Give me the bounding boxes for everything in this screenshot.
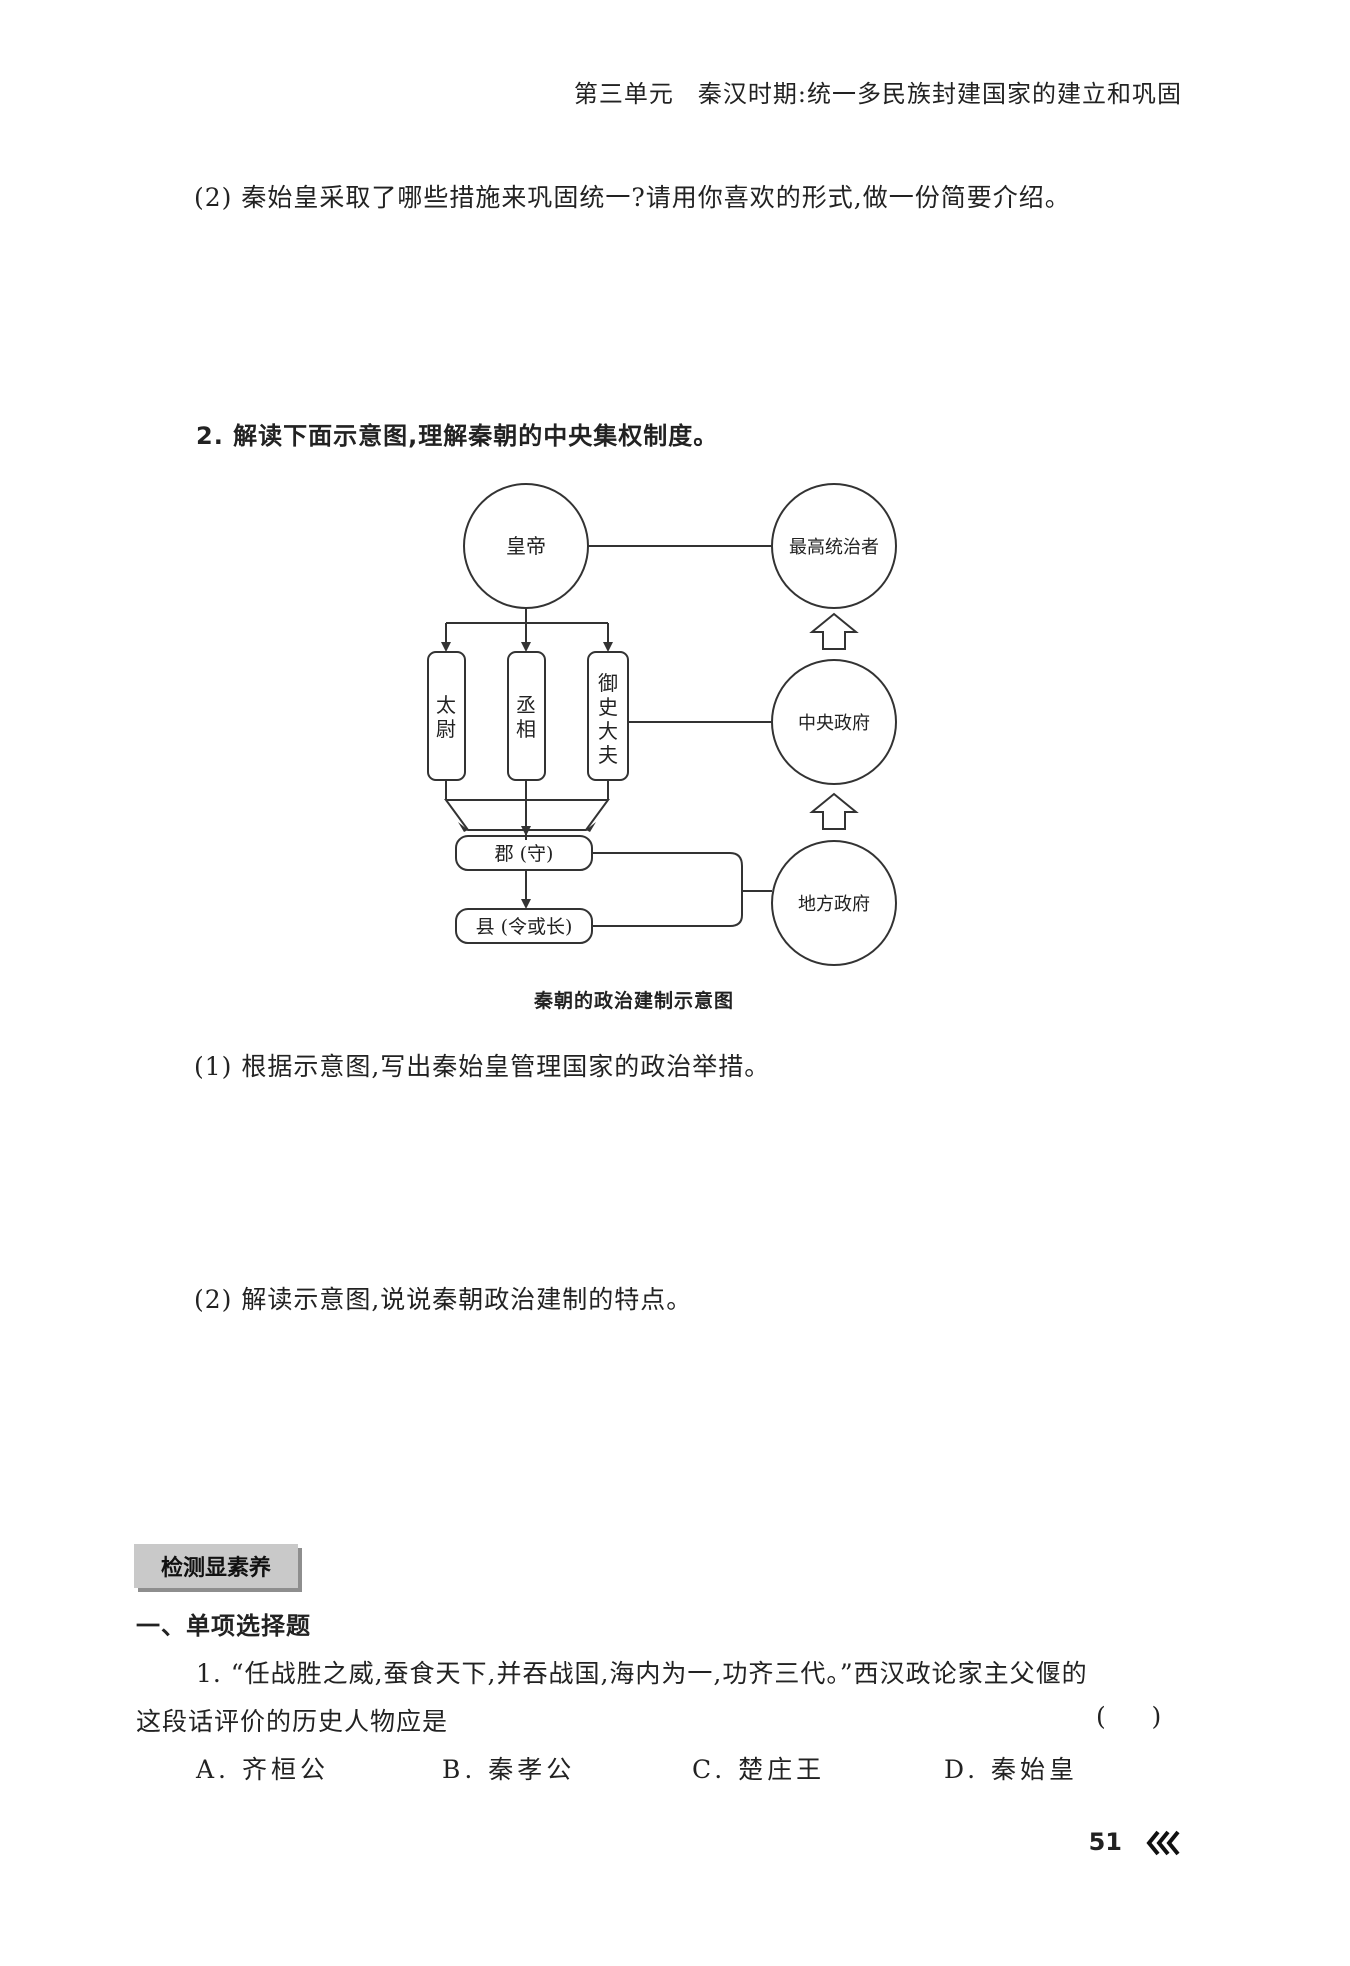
part-heading: 一、单项选择题	[136, 1612, 311, 1640]
option-c[interactable]: C. 楚庄王	[692, 1755, 826, 1784]
official-char: 相	[516, 717, 536, 741]
question-2-heading: 2. 解读下面示意图,理解秦朝的中央集权制度。	[196, 422, 719, 450]
chengxiang-label: 丞相	[516, 693, 536, 741]
county-label: 县 (令或长)	[476, 916, 573, 938]
commandery-label: 郡 (守)	[495, 843, 554, 865]
official-char: 夫	[598, 743, 618, 767]
official-char: 史	[598, 695, 618, 719]
official-char: 尉	[436, 717, 456, 741]
page-number: 51	[1088, 1828, 1122, 1856]
arrow-up-icon	[809, 792, 859, 830]
mcq1-line2: 这段话评价的历史人物应是	[136, 1707, 449, 1736]
local-gov-label: 地方政府	[798, 894, 870, 915]
diagram-caption: 秦朝的政治建制示意图	[534, 990, 735, 1012]
taiwei-label: 太尉	[436, 693, 456, 741]
top-ruler-label: 最高统治者	[789, 537, 879, 558]
yushi-label: 御史大夫	[598, 671, 618, 767]
running-header: 第三单元秦汉时期:统一多民族封建国家的建立和巩固	[574, 74, 1182, 109]
header-title: 秦汉时期:统一多民族封建国家的建立和巩固	[697, 80, 1182, 108]
question-2-part-2: (2) 解读示意图,说说秦朝政治建制的特点。	[194, 1285, 693, 1314]
header-unit: 第三单元	[573, 80, 674, 108]
local-gov-circle	[771, 840, 897, 966]
official-char: 御	[598, 671, 618, 695]
emperor-label: 皇帝	[506, 534, 546, 558]
mcq1-line1: 1. “任战胜之威,蚕食天下,并吞战国,海内为一,功齐三代。”西汉政论家主父偃的	[196, 1659, 1088, 1688]
option-b[interactable]: B. 秦孝公	[442, 1755, 576, 1784]
option-d[interactable]: D. 秦始皇	[944, 1755, 1079, 1784]
question-1-part-2: (2) 秦始皇采取了哪些措施来巩固统一?请用你喜欢的形式,做一份简要介绍。	[194, 183, 1071, 212]
official-char: 大	[598, 719, 618, 743]
answer-parentheses: ( )	[1096, 1702, 1163, 1731]
section-badge: 检测显素养	[134, 1544, 298, 1588]
official-char: 太	[436, 693, 456, 717]
official-char: 丞	[516, 693, 536, 717]
chevrons-left-icon	[1146, 1830, 1180, 1856]
arrow-up-icon	[809, 612, 859, 650]
political-structure-diagram: 皇帝 最高统治者 中央政府 地方政府 郡 (守) 县 (令或长) 太尉 丞相 御…	[427, 483, 897, 966]
question-2-part-1: (1) 根据示意图,写出秦始皇管理国家的政治举措。	[194, 1052, 771, 1081]
central-gov-label: 中央政府	[798, 713, 870, 734]
option-a[interactable]: A. 齐桓公	[196, 1755, 329, 1784]
